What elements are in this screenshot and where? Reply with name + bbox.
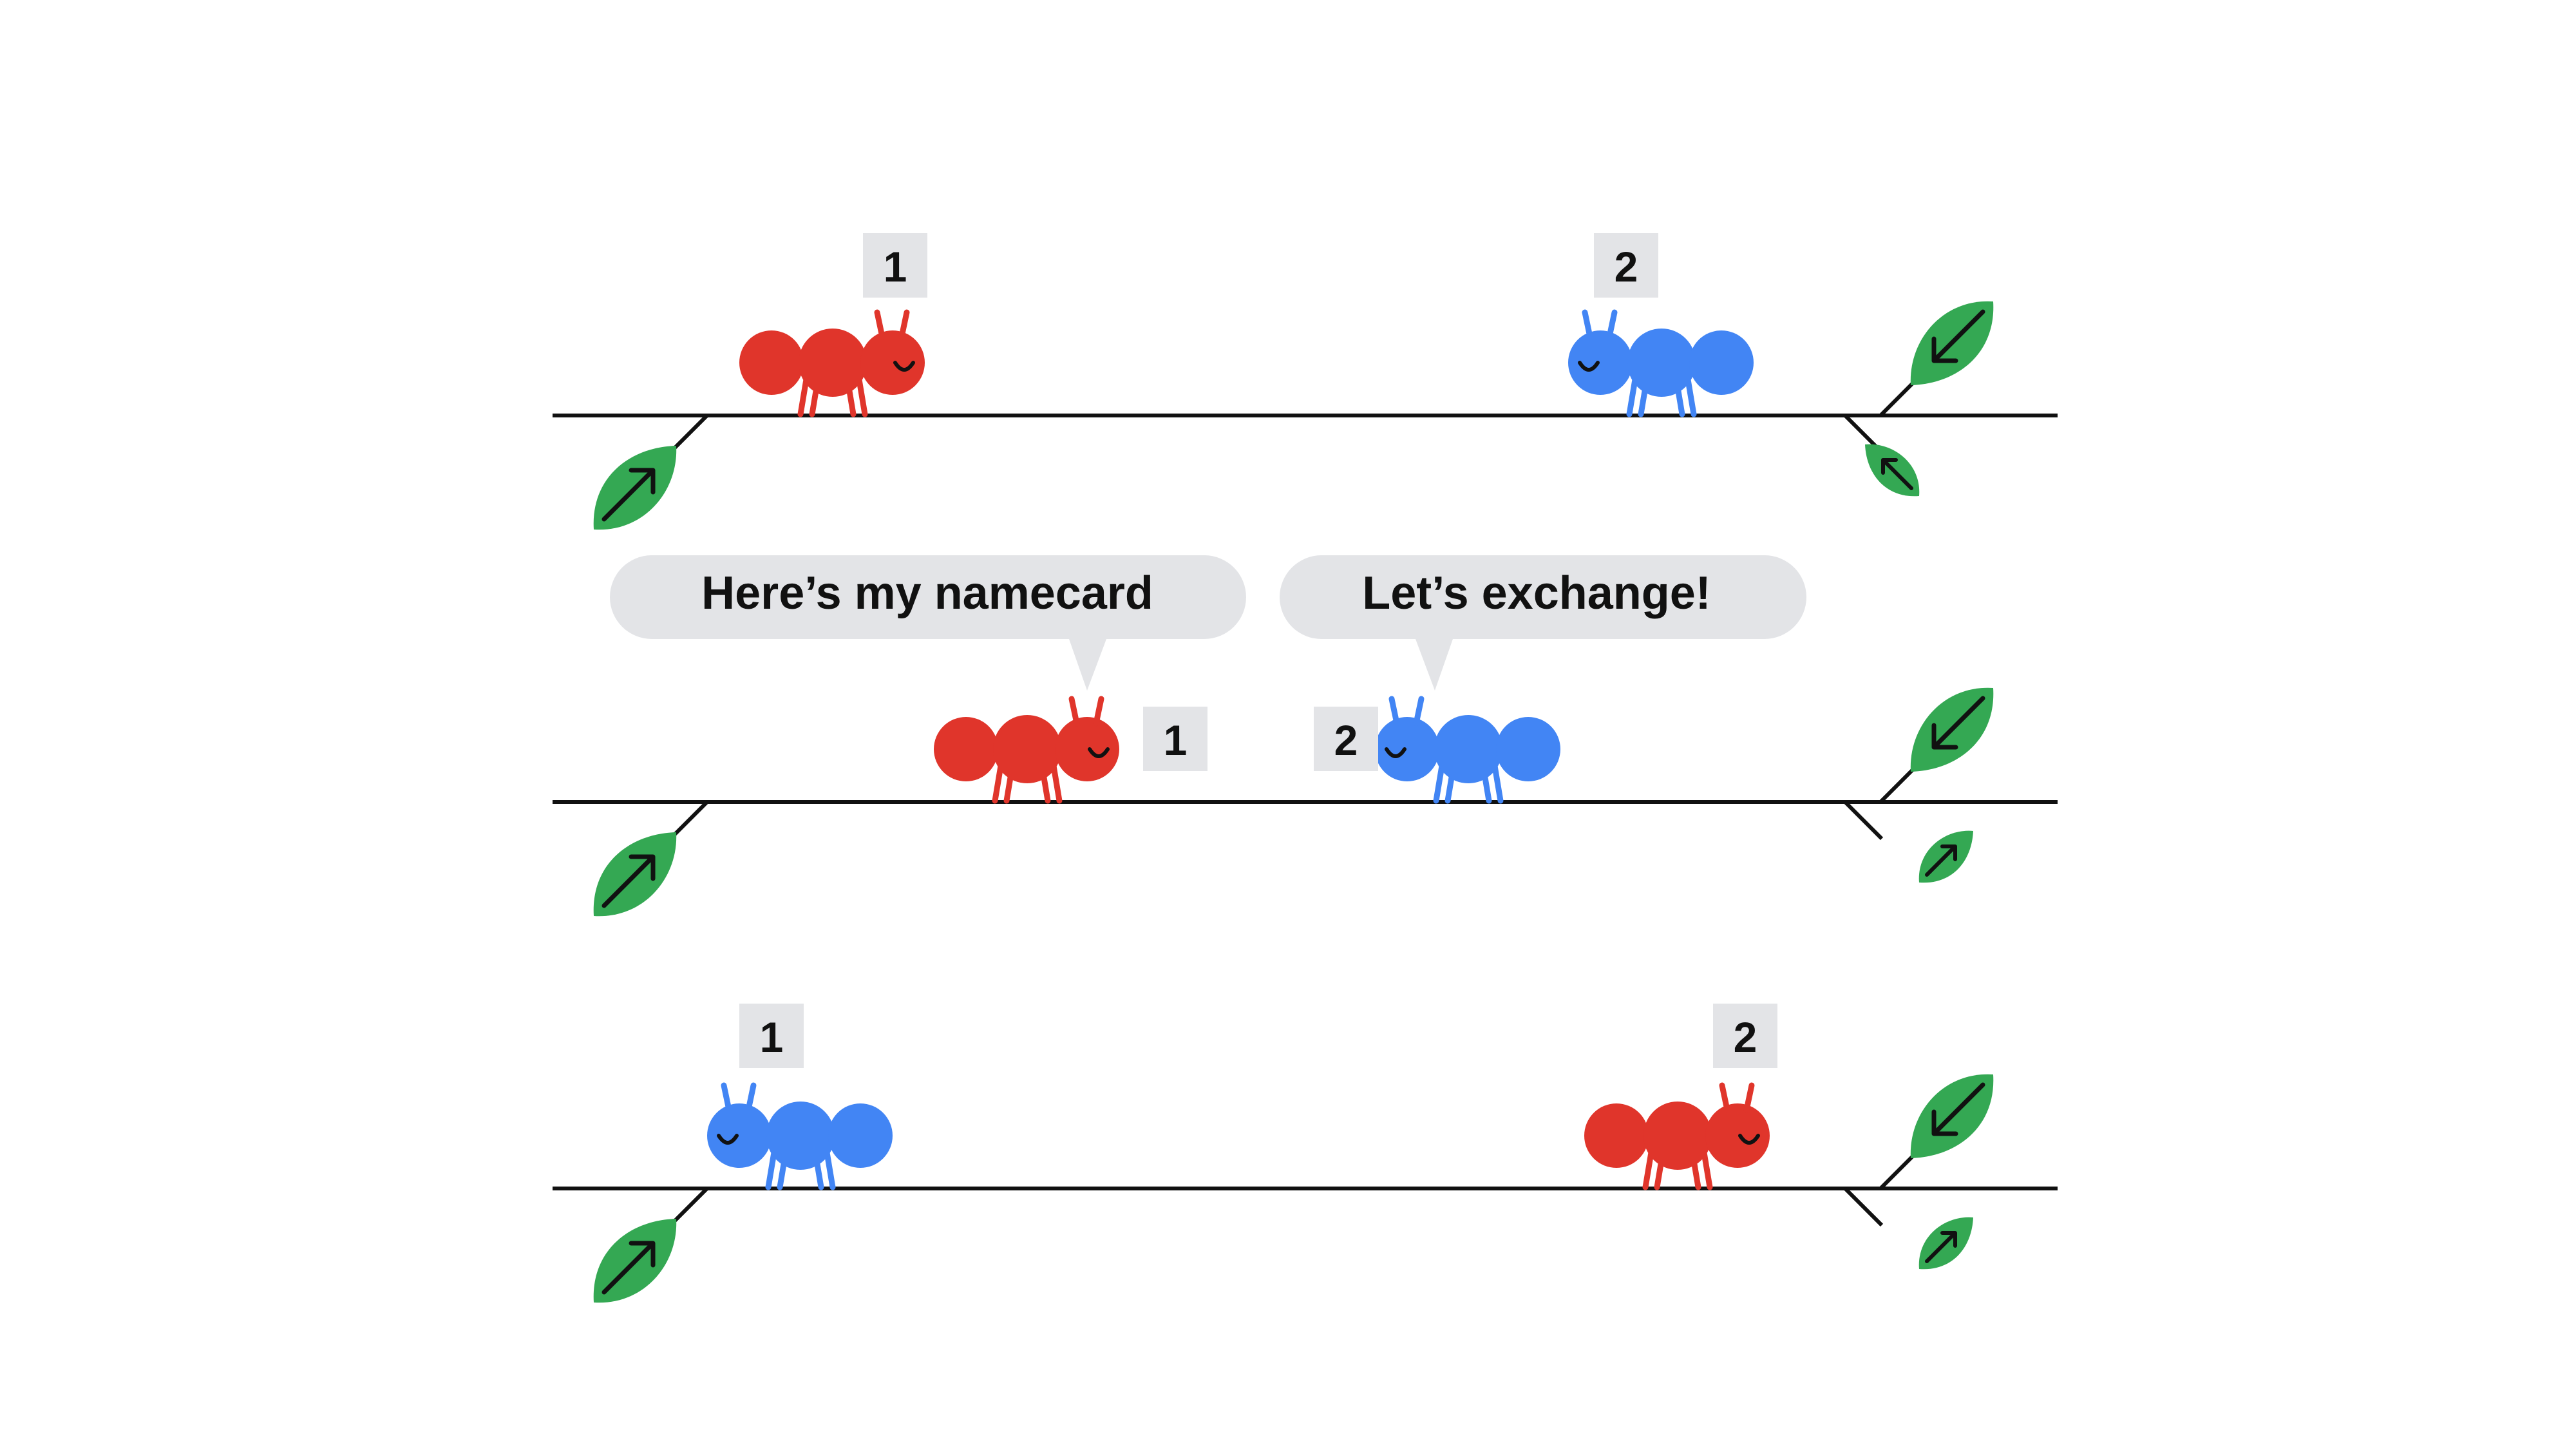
leaf-icon	[594, 446, 676, 529]
ant-smile	[717, 1134, 739, 1145]
ant-red-row1	[739, 309, 925, 417]
leaf-icon	[1911, 301, 1993, 385]
leaf-icon	[1919, 831, 1973, 883]
ant-body-segment	[1375, 717, 1439, 781]
speech-bubble-red: Here’s my namecard	[610, 555, 1246, 691]
svg-text:1: 1	[1164, 716, 1188, 764]
tag-row3-ant1: 1	[739, 1004, 804, 1068]
ant-antennae	[721, 1082, 757, 1113]
leaf-icon	[1919, 1217, 1973, 1270]
tag-row1-ant2: 2	[1594, 233, 1658, 298]
tag-row3-ant2: 2	[1713, 1004, 1777, 1068]
ant-body-segment	[1643, 1102, 1712, 1170]
leaf-icon	[1911, 688, 1993, 772]
svg-text:1: 1	[884, 243, 907, 291]
ant-body-segment	[1689, 330, 1754, 395]
row-3	[553, 1074, 2058, 1303]
speech-bubble-blue: Let’s exchange!	[1280, 555, 1806, 691]
ant-body-segment	[1496, 717, 1560, 781]
tag-row1-ant1: 1	[863, 233, 927, 298]
leaf-stem	[1843, 800, 1884, 841]
ant-antennae	[1582, 309, 1618, 340]
ant-smile	[893, 361, 915, 372]
ant-body-segment	[1627, 329, 1696, 397]
row-2	[553, 688, 2058, 917]
leaf-stem	[1843, 1187, 1884, 1227]
ant-smile	[1385, 747, 1406, 758]
leaf-icon	[1865, 444, 1919, 497]
ant-body-segment	[766, 1102, 835, 1170]
ant-blue-row3	[707, 1082, 893, 1190]
ant-smile	[1738, 1134, 1760, 1145]
tag-row2-ant2: 2	[1314, 707, 1378, 771]
ant-body-segment	[1705, 1103, 1770, 1168]
ant-body-segment	[707, 1103, 772, 1168]
ant-antennae	[1719, 1082, 1755, 1113]
svg-text:1: 1	[760, 1013, 784, 1061]
leaf-icon	[594, 832, 676, 916]
ant-body-segment	[739, 330, 804, 395]
ant-smile	[1578, 361, 1600, 372]
ant-antennae	[1388, 696, 1425, 727]
speech-text-red: Here’s my namecard	[701, 568, 1153, 619]
svg-text:2: 2	[1615, 243, 1638, 291]
ant-antennae	[874, 309, 910, 340]
ant-body-segment	[1055, 717, 1119, 781]
ant-antennae	[1068, 696, 1104, 727]
ant-body-segment	[993, 715, 1061, 783]
row-1	[553, 301, 2058, 530]
ant-red-row2	[934, 696, 1119, 804]
ant-body-segment	[799, 329, 867, 397]
leaf-icon	[594, 1219, 676, 1302]
ant-body-segment	[934, 717, 998, 781]
speech-text-blue: Let’s exchange!	[1362, 568, 1711, 619]
ant-body-segment	[1584, 1103, 1649, 1168]
ant-smile	[1088, 747, 1110, 758]
ant-body-segment	[828, 1103, 893, 1168]
ant-red-row3	[1584, 1082, 1770, 1190]
ant-body-segment	[1434, 715, 1502, 783]
ant-body-segment	[860, 330, 925, 395]
ants-layer	[707, 309, 1770, 1190]
svg-text:2: 2	[1334, 716, 1358, 764]
ant-blue-row1	[1568, 309, 1754, 417]
ant-blue-row2	[1375, 696, 1560, 804]
tag-row2-ant1: 1	[1143, 707, 1208, 771]
leaf-icon	[1911, 1074, 1993, 1158]
svg-text:2: 2	[1734, 1013, 1757, 1061]
ant-body-segment	[1568, 330, 1633, 395]
